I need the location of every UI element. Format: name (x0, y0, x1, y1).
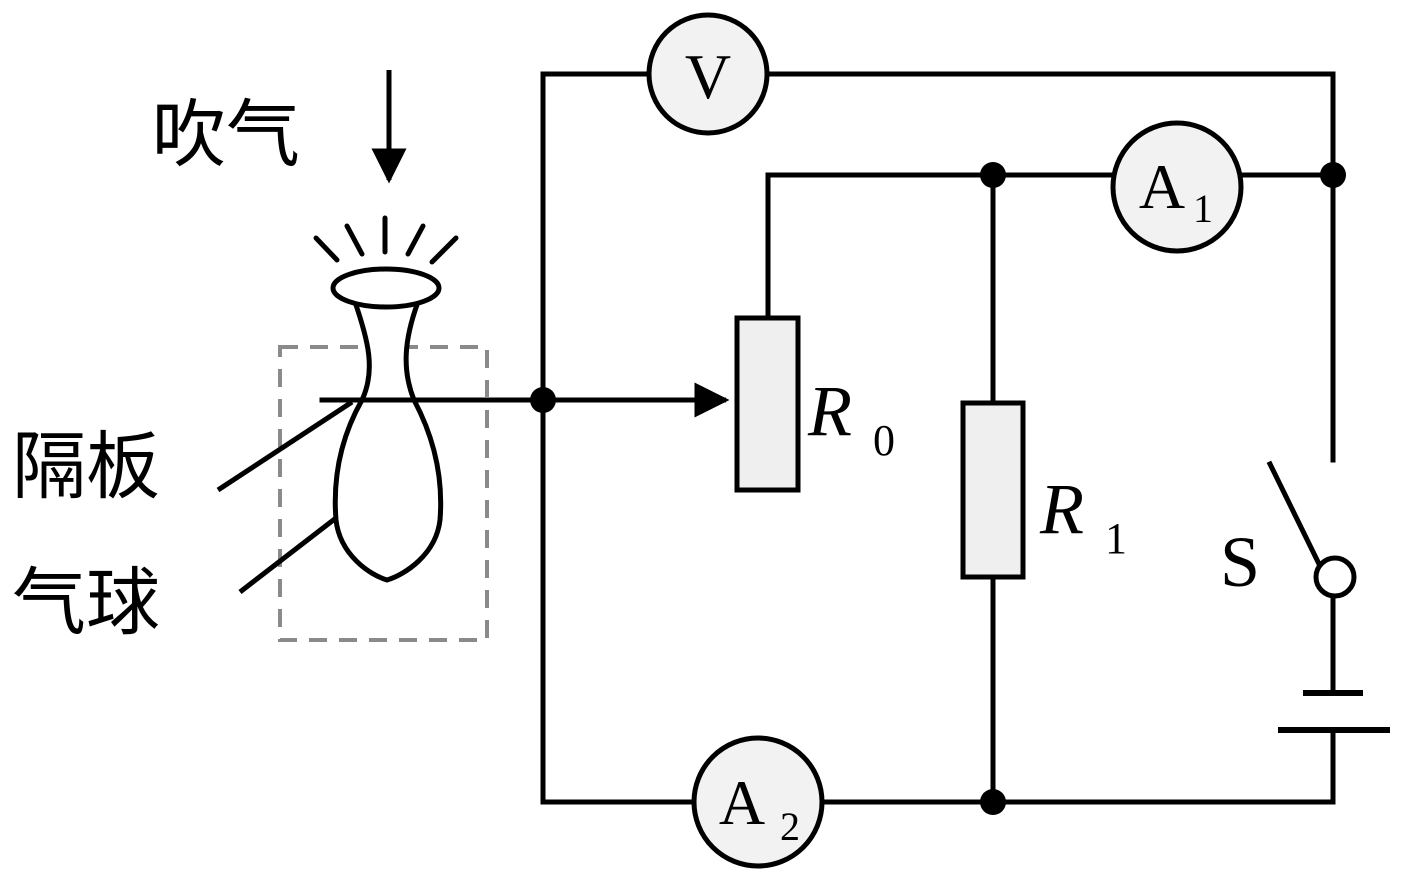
junction-node-top-right (1320, 162, 1346, 188)
junction-node-bottom-mid (980, 789, 1006, 815)
partition-label: 隔板 (12, 424, 160, 510)
ammeter-a1-letter: A (1139, 151, 1185, 222)
battery (1278, 690, 1390, 733)
wire-top (540, 71, 1336, 403)
ammeter-a2: A 2 (691, 735, 825, 869)
voltmeter: V (646, 12, 770, 136)
junction-node-top-mid (980, 162, 1006, 188)
voltmeter-label: V (685, 41, 731, 112)
air-rays (313, 215, 459, 265)
ammeter-a2-subscript: 2 (780, 804, 800, 849)
ammeter-a2-letter: A (719, 767, 765, 838)
resistor-r1: R 1 (960, 400, 1127, 580)
balloon-body (332, 299, 444, 583)
balloon-leader (238, 516, 338, 594)
junction-node-left (530, 387, 556, 413)
ammeter-a1-subscript: 1 (1193, 186, 1213, 231)
balloon-label: 气球 (12, 560, 160, 646)
partition-leader (216, 399, 354, 493)
resistor-r1-letter: R (1039, 469, 1084, 549)
resistor-r1-subscript: 1 (1105, 514, 1127, 563)
wires (540, 71, 1336, 805)
balloon-mouth (330, 266, 442, 310)
switch-blade (1266, 460, 1324, 570)
rheostat-r0: R 0 (734, 315, 895, 493)
wire-battery-bottom (540, 397, 1336, 805)
switch-label: S (1220, 522, 1260, 602)
wire-inner-top (765, 172, 1336, 321)
rheostat-r0-subscript: 0 (873, 416, 895, 465)
switch-s: S (1220, 460, 1357, 602)
balloon-figure (319, 266, 444, 583)
rheostat-r0-letter: R (807, 371, 852, 451)
switch-pivot (1313, 555, 1357, 599)
blow-label: 吹气 (152, 92, 300, 178)
ammeter-a1: A 1 (1110, 120, 1244, 254)
